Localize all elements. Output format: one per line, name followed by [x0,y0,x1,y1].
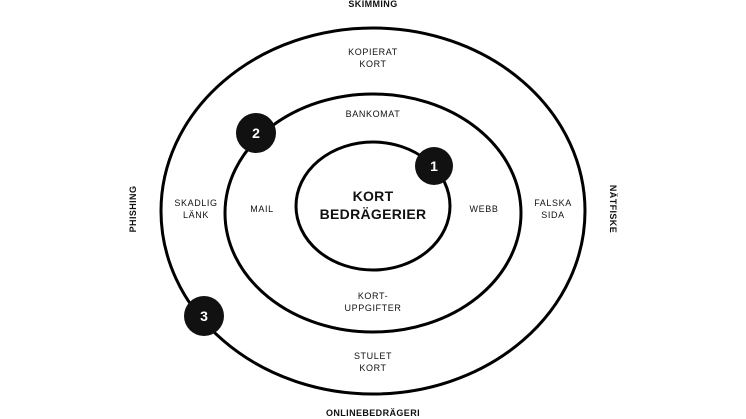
outer-label-left-line2: LÄNK [183,210,209,220]
edge-label-left: PHISHING [128,186,138,233]
badge-2-number: 2 [252,125,260,141]
middle-ring [223,92,523,334]
outer-label-right-line1: FALSKA [534,198,572,208]
middle-label-top: BANKOMAT [346,109,401,119]
edge-label-right: NÄTFISKE [608,185,618,233]
outer-ring [159,26,587,396]
middle-label-bottom-line2: UPPGIFTER [345,303,402,313]
outer-label-right-line2: SIDA [541,210,564,220]
badge-3-number: 3 [200,308,208,324]
outer-label-left-line1: SKADLIG [174,198,217,208]
edge-label-top: SKIMMING [348,0,397,9]
middle-label-left: MAIL [250,204,273,214]
middle-label-bottom-line1: KORT- [358,291,388,301]
outer-label-bottom-line2: KORT [359,363,386,373]
outer-label-bottom-line1: STULET [354,351,392,361]
badge-1: 1 [415,147,453,185]
badge-1-number: 1 [430,158,438,174]
center-title-line1: KORT [353,188,394,204]
middle-label-right: WEBB [470,204,499,214]
center-title-line2: BEDRÄGERIER [320,206,427,222]
inner-ring [294,140,452,272]
outer-label-top-line1: KOPIERAT [348,47,398,57]
badge-2: 2 [236,113,276,153]
outer-label-top-line2: KORT [359,59,386,69]
edge-label-bottom: ONLINEBEDRÄGERI [326,408,420,418]
badge-3: 3 [184,296,224,336]
